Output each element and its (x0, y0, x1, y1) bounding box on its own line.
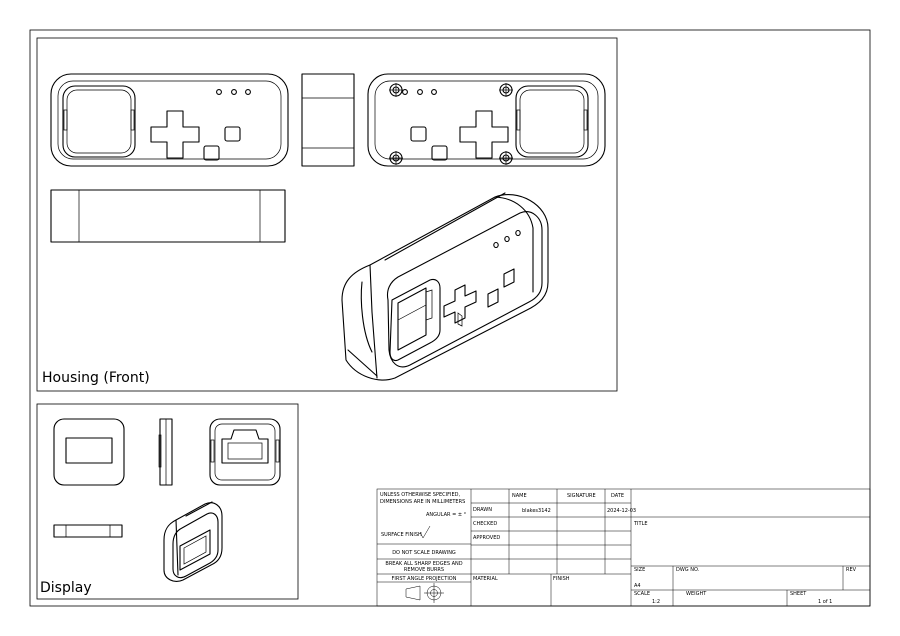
break-edges-line2: REMOVE BURRS (404, 567, 444, 573)
drawn-date: 2024-12-03 (607, 508, 636, 514)
size-label: SIZE (634, 567, 645, 573)
housing-view[interactable]: Housing (Front) (36, 37, 618, 392)
angular-note: ANGULAR = ± ° (426, 512, 467, 518)
drawn-name: blakes3142 (522, 508, 551, 514)
surface-finish-label: SURFACE FINISH (381, 532, 422, 538)
display-view-label: Display (40, 580, 92, 596)
weight-label: WEIGHT (686, 591, 707, 597)
sheet-value: 1 of 1 (818, 599, 832, 605)
housing-side-view (301, 73, 355, 167)
col-name: NAME (512, 493, 527, 499)
do-not-scale-note: DO NOT SCALE DRAWING (392, 550, 456, 556)
scale-value: 1:2 (652, 599, 660, 605)
finish-label: FINISH (553, 576, 570, 582)
surface-finish-icon (419, 525, 431, 539)
display-view-frame (36, 403, 299, 600)
scale-label: SCALE (634, 591, 650, 597)
first-angle-projection-icon (405, 583, 444, 603)
display-back-view (209, 418, 281, 486)
material-label: MATERIAL (473, 576, 498, 582)
display-front-view (53, 418, 125, 486)
row-checked: CHECKED (473, 521, 497, 527)
housing-view-frame (36, 37, 618, 392)
housing-view-label: Housing (Front) (42, 370, 150, 386)
tolerance-note-line2: DIMENSIONS ARE IN MILLIMETERS (380, 499, 465, 505)
sheet-label: SHEET (790, 591, 807, 597)
housing-bottom-view (50, 189, 286, 243)
break-edges-line1: BREAK ALL SHARP EDGES AND (385, 561, 462, 567)
size-value: A4 (634, 583, 641, 589)
title-block: UNLESS OTHERWISE SPECIFIED, DIMENSIONS A… (376, 488, 871, 607)
projection-label: FIRST ANGLE PROJECTION (392, 576, 457, 582)
col-signature: SIGNATURE (567, 493, 596, 499)
title-label: TITLE (633, 521, 648, 527)
rev-label: REV (846, 567, 857, 573)
display-view[interactable]: Display (36, 403, 299, 600)
display-isometric-view (163, 501, 223, 582)
housing-top-view (50, 73, 289, 167)
row-approved: APPROVED (473, 535, 500, 541)
row-drawn: DRAWN (473, 507, 492, 513)
tolerance-note-line1: UNLESS OTHERWISE SPECIFIED, (380, 492, 460, 498)
display-side-view (158, 418, 173, 486)
col-date: DATE (611, 493, 624, 499)
display-bottom-view (53, 524, 123, 538)
housing-isometric-view (341, 192, 549, 381)
dwg-no-label: DWG NO. (676, 567, 700, 573)
housing-back-view (367, 73, 606, 167)
